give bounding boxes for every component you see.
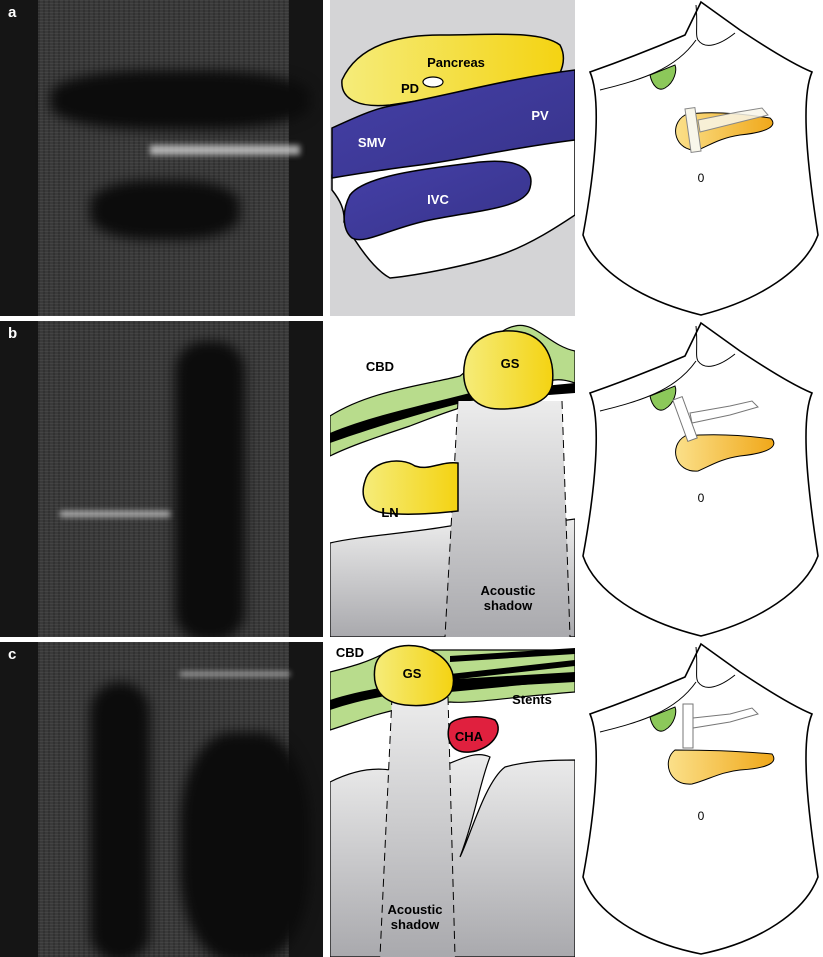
label-acoustic: Acoustic [388,902,443,917]
label-pv: PV [531,108,549,123]
gallbladder-icon [649,385,677,411]
ultrasound-image-b: b [0,321,323,637]
position-label: 0 [698,171,705,185]
gallbladder-icon [649,706,677,732]
label-ln: LN [381,505,398,520]
acoustic-shadow-shape [445,401,570,637]
diagram-c: CBD GS Stents CHA Acoustic shadow [330,642,575,957]
label-smv: SMV [358,135,387,150]
torso-diagram-b: 0 [582,321,819,637]
label-cbd: CBD [366,359,394,374]
acoustic-shadow-shape [380,697,455,957]
pancreas-icon [667,749,775,785]
ultrasound-image-a: a [0,0,323,316]
pancreas-shape [341,33,565,107]
label-gs: GS [403,666,422,681]
cha-shape [447,716,499,753]
label-shadow: shadow [391,917,440,932]
label-stents: Stents [512,692,552,707]
diagram-b: CBD GS LN Acoustic shadow [330,321,575,637]
echoendoscope-icon [672,395,759,443]
label-pancreas: Pancreas [427,55,485,70]
panel-label-c: c [8,646,17,663]
label-gs: GS [501,356,520,371]
pancreatic-duct-shape [422,76,444,88]
torso-diagram-c: 0 [582,642,819,955]
ultrasound-image-c: c [0,642,323,957]
gallbladder-icon [649,64,677,90]
stents-shape [450,648,575,692]
echoendoscope-icon [682,703,759,749]
position-label: 0 [698,491,705,505]
position-label: 0 [698,809,705,823]
label-cha: CHA [455,729,484,744]
gallstone-shape [463,330,554,410]
portal-vein-shape [331,69,575,179]
torso-diagram-a: 0 [582,0,819,316]
gallstone-shape [373,644,455,707]
diagram-a: Pancreas PD PV SMV IVC [330,0,575,316]
label-pd: PD [401,81,419,96]
label-ivc: IVC [427,192,449,207]
panel-label-b: b [8,325,18,342]
echoendoscope-icon [684,106,769,154]
panel-label-a: a [8,4,17,21]
label-shadow: shadow [484,598,533,613]
lymph-node-shape [362,460,459,516]
label-acoustic: Acoustic [481,583,536,598]
pancreas-icon [675,434,775,472]
label-cbd: CBD [336,645,364,660]
ivc-shape [343,160,532,241]
